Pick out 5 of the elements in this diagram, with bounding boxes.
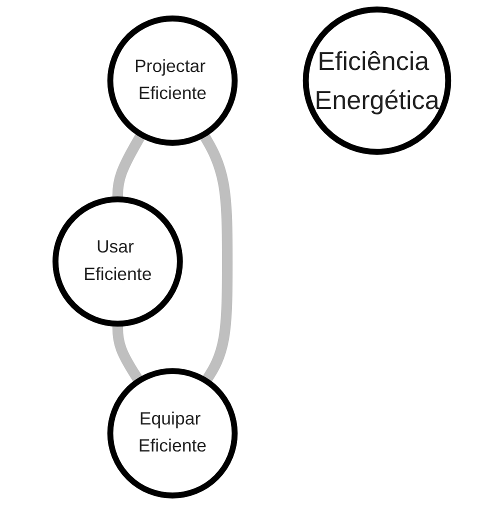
node-circle: Equipar Eficiente xyxy=(107,368,238,498)
connector xyxy=(199,132,233,384)
node-circle: Eficiência Energética xyxy=(303,6,452,155)
node-circle: Projectar Eficiente xyxy=(107,16,238,146)
node-circle: Usar Eficiente xyxy=(52,196,184,327)
